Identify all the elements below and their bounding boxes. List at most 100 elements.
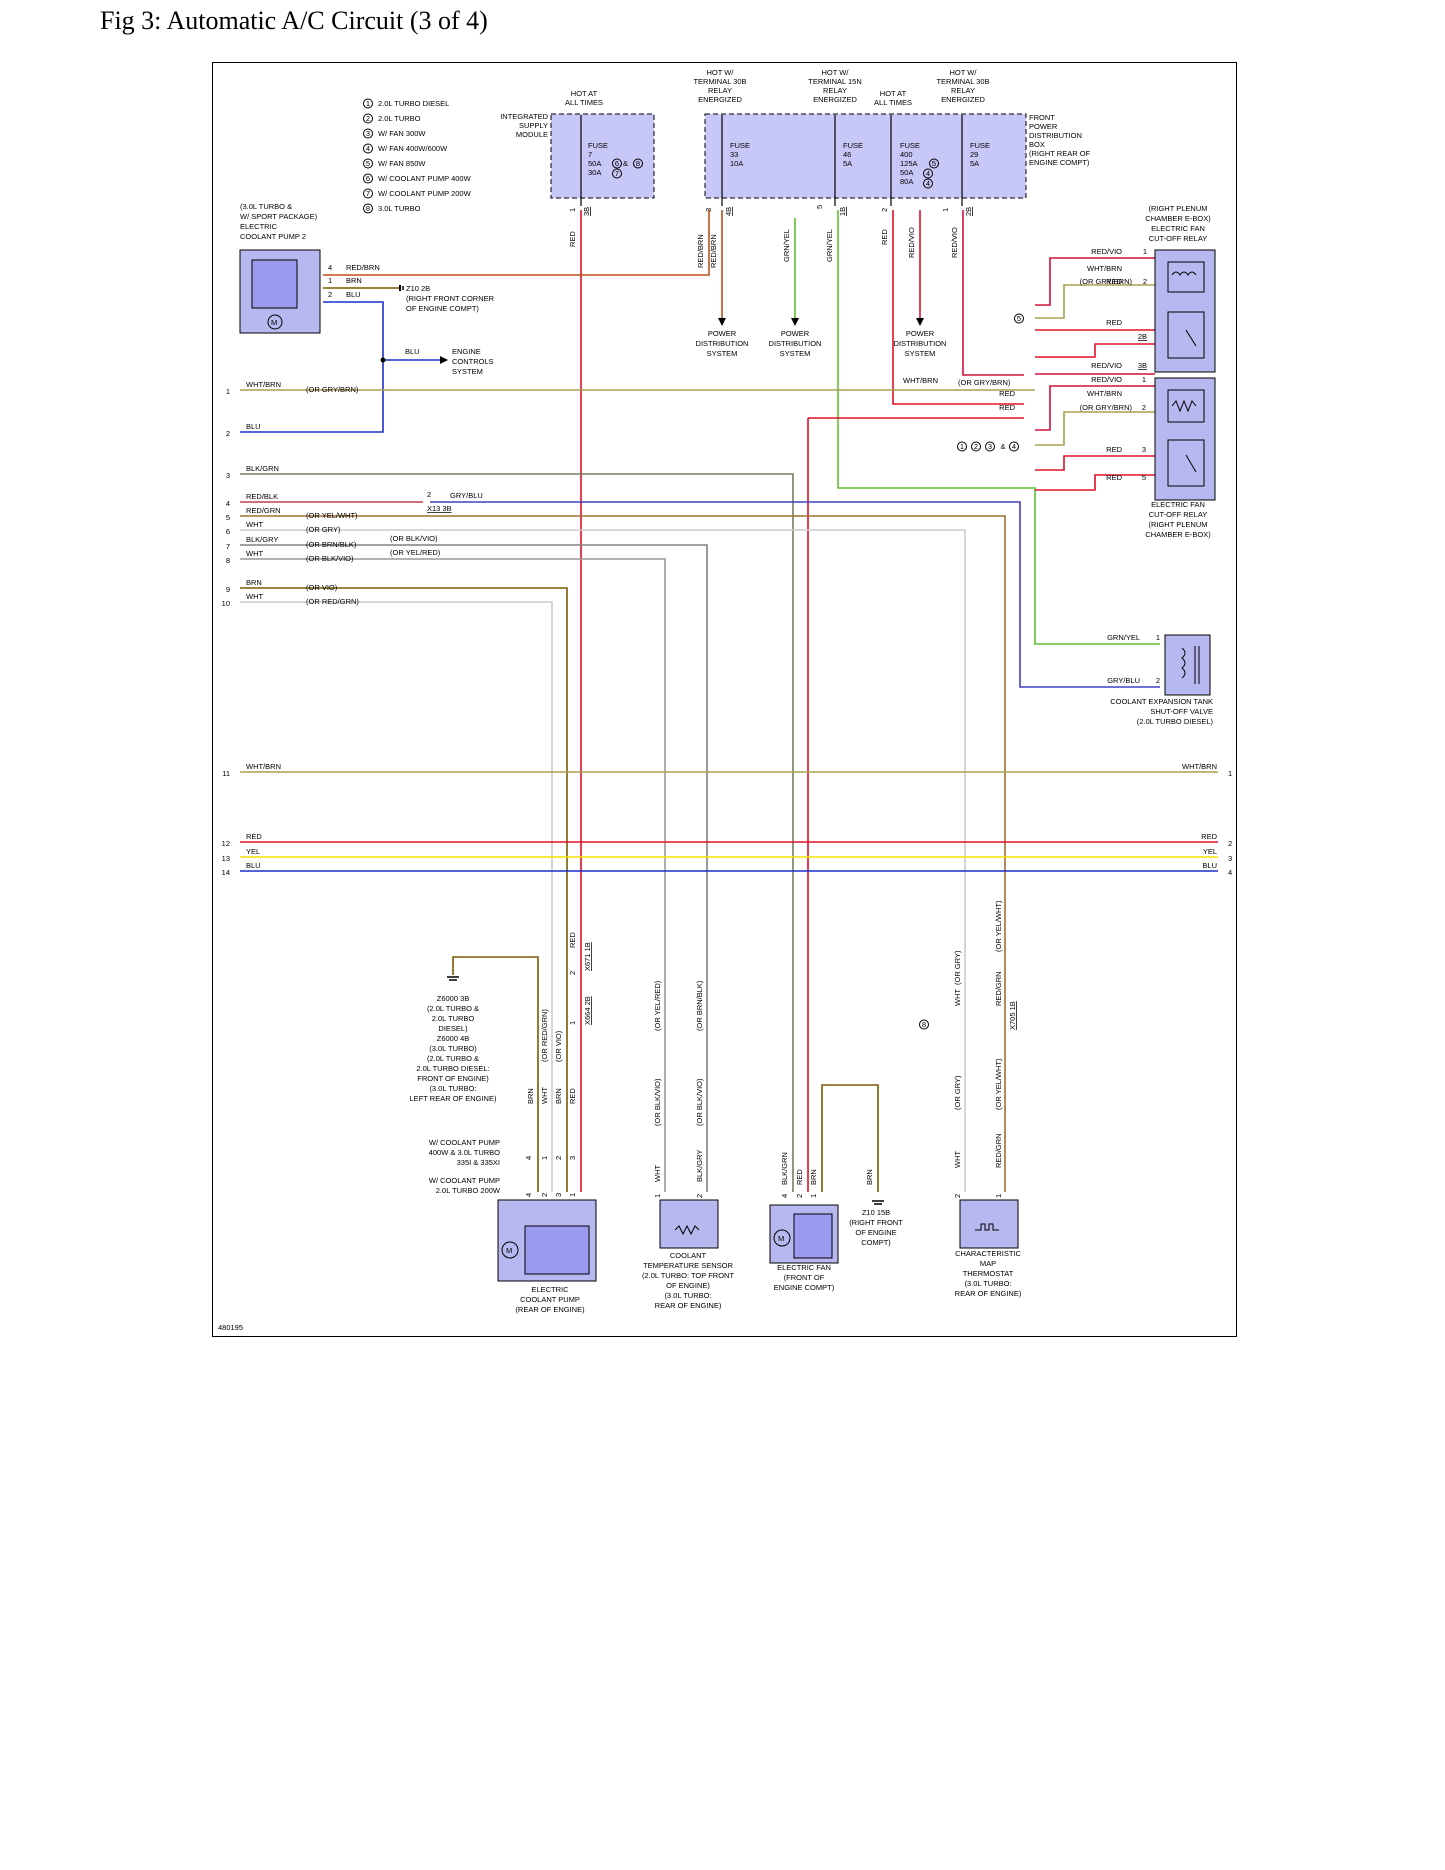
left-row-color: WHT/BRN — [246, 380, 281, 389]
left-row-alt: (OR GRY) — [306, 525, 341, 534]
pump2-wire-color: BLU — [346, 290, 361, 299]
fan-v-label: RED — [795, 1169, 804, 1185]
v-wire-label: RED — [880, 229, 889, 245]
legend-text: 2.0L TURBO — [378, 114, 421, 123]
hot-label: RELAY — [823, 86, 847, 95]
fuse-text: FUSE — [970, 141, 990, 150]
relay-callout-ring — [971, 441, 981, 452]
legend-number-ring — [363, 128, 373, 139]
thermo-label-line: REAR OF ENGINE) — [955, 1289, 1022, 1298]
pds-line: POWER — [906, 329, 935, 338]
circled-callout: 4 — [926, 179, 930, 188]
relay-callout: 4 — [1012, 442, 1016, 451]
pump-label-line: (REAR OF ENGINE) — [515, 1305, 585, 1314]
legend-text: 3.0L TURBO — [378, 204, 421, 213]
fuse-text: 80A — [900, 177, 913, 186]
legend-number: 3 — [366, 129, 370, 138]
relay1-label-line: (RIGHT PLENUM — [1148, 204, 1207, 213]
valve-wire-color: GRY/BLU — [1107, 676, 1140, 685]
left-row-number: 7 — [226, 542, 230, 551]
sensor-pin: 2 — [695, 1194, 704, 1198]
left-row-number: 13 — [222, 854, 230, 863]
fuse-text: FUSE — [900, 141, 920, 150]
legend-text: W/ FAN 300W — [378, 129, 426, 138]
fuse-text: FUSE — [730, 141, 750, 150]
pds-line: DISTRIBUTION — [696, 339, 749, 348]
pds-line: POWER — [781, 329, 810, 338]
valve-pin: 1 — [1156, 633, 1160, 642]
pds-line: SYSTEM — [707, 349, 738, 358]
v-wire-label: RED/VIO — [907, 227, 916, 258]
pump-note-line: W/ COOLANT PUMP — [429, 1138, 500, 1147]
left-row-color: BRN — [246, 578, 262, 587]
left-row-color: BLU — [246, 422, 261, 431]
valve-label-line: (2.0L TURBO DIESEL) — [1137, 717, 1214, 726]
hot-label: HOT W/ — [950, 68, 978, 77]
wires — [240, 210, 1218, 1192]
valve-label-line: COOLANT EXPANSION TANK — [1110, 697, 1213, 706]
thermo-v-label: RED/GRN — [994, 971, 1003, 1006]
mid-label: RED — [999, 389, 1015, 398]
thermo-pin: 2 — [953, 1194, 962, 1198]
fuse-pin: 2B — [964, 207, 973, 216]
circled-callout: 4 — [926, 169, 930, 178]
hot-label: RELAY — [951, 86, 975, 95]
left-row-color: RED — [246, 832, 262, 841]
left-row-number: 4 — [226, 499, 230, 508]
fpdb-label-line: ENGINE COMPT) — [1029, 158, 1090, 167]
pump-pin-bottom: 1 — [568, 1193, 577, 1197]
legend-number: 2 — [366, 114, 370, 123]
left-row-alt: (OR BRN/BLK) — [306, 540, 357, 549]
pump-v-label: (OR RED/GRN) — [540, 1009, 549, 1062]
thermo-label-line: MAP — [980, 1259, 996, 1268]
pump-v-label: WHT — [540, 1087, 549, 1104]
fan-pin: 1 — [809, 1194, 818, 1198]
pump-v-label: (OR VIO) — [554, 1030, 563, 1062]
pump-note-line: W/ COOLANT PUMP — [429, 1176, 500, 1185]
z10-2b-line: (RIGHT FRONT CORNER — [406, 294, 495, 303]
relay1-pin: 1 — [1143, 247, 1147, 256]
ecs-line: SYSTEM — [452, 367, 483, 376]
left-row-alt: (OR BLK/VIO) — [306, 554, 354, 563]
relay1-label-line: CUT-OFF RELAY — [1149, 234, 1208, 243]
left-row-alt: (OR RED/GRN) — [306, 597, 359, 606]
fuse-text: 30A — [588, 168, 601, 177]
legend-text: W/ COOLANT PUMP 200W — [378, 189, 472, 198]
relay1-wire-color: RED — [1106, 277, 1122, 286]
z10-15b-line: COMPT) — [861, 1238, 891, 1247]
v-wire-label: RED/BRN — [696, 234, 705, 268]
z6000-line: (2.0L TURBO & — [427, 1004, 479, 1013]
left-row-alt: (OR VIO) — [306, 583, 338, 592]
coolant-temperature-sensor — [659, 1199, 719, 1249]
pump-label-line: ELECTRIC — [531, 1285, 569, 1294]
left-row-number: 9 — [226, 585, 230, 594]
pump-v-label: RED — [568, 932, 577, 948]
pump-v-label: 1 — [568, 1021, 577, 1025]
fuse-pin: 1 — [941, 208, 950, 212]
fuse-text: 50A — [900, 168, 913, 177]
circled-callout: 7 — [615, 169, 619, 178]
fan-pin: 4 — [780, 1194, 789, 1198]
left-row-number: 2 — [226, 429, 230, 438]
legend-number-ring — [363, 113, 373, 124]
hot-label: TERMINAL 30B — [936, 77, 989, 86]
hot-label: HOT AT — [571, 89, 598, 98]
fuse-text: 125A — [900, 159, 918, 168]
fan-v-label: BRN — [865, 1169, 874, 1185]
relay-callout: 2 — [974, 442, 978, 451]
right-row-number: 1 — [1228, 769, 1232, 778]
right-row-number: 4 — [1228, 868, 1232, 877]
svg-text:M: M — [778, 1234, 784, 1243]
svg-text:M: M — [506, 1246, 512, 1255]
relay1-pin: 2B — [1138, 332, 1147, 341]
fuse-pin: 2 — [880, 208, 889, 212]
relay1-wire-color: RED/VIO — [1091, 247, 1122, 256]
